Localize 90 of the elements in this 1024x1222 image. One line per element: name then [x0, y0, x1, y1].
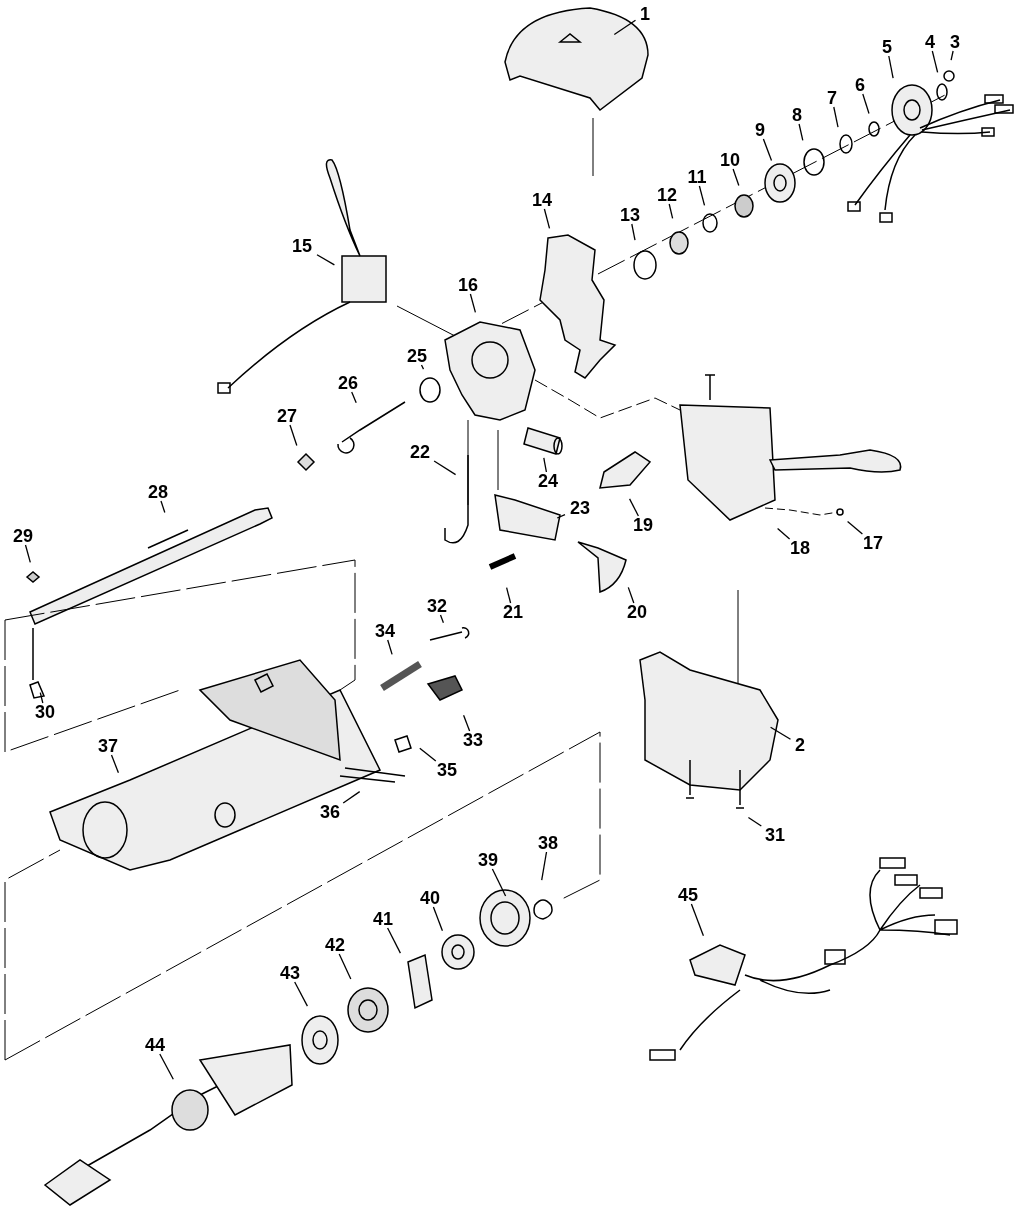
leader-line: [420, 364, 425, 370]
leader-line: [543, 457, 548, 473]
callout-number: 21: [503, 602, 523, 622]
callout-number: 16: [458, 275, 478, 295]
callout-number: 36: [320, 802, 340, 822]
callout-number: 33: [463, 730, 483, 750]
leader-line: [39, 692, 44, 704]
leader-line: [698, 185, 706, 206]
leader-line: [747, 816, 762, 827]
leader-line: [776, 527, 791, 540]
callout-number: 39: [478, 850, 498, 870]
callout-number: 23: [570, 498, 590, 518]
leader-line: [24, 544, 31, 564]
leader-line: [387, 639, 393, 656]
leader-line: [491, 868, 507, 897]
callout-number: 22: [410, 442, 430, 462]
leader-line: [505, 587, 512, 604]
leader-line: [862, 93, 870, 115]
callout-number: 20: [627, 602, 647, 622]
callout-number: 41: [373, 909, 393, 929]
callout-number: 7: [827, 88, 837, 108]
callout-number: 17: [863, 533, 883, 553]
leader-line: [159, 1053, 174, 1080]
leader-line: [668, 203, 674, 219]
callout-number: 6: [855, 75, 865, 95]
callout-number: 28: [148, 482, 168, 502]
leader-line: [732, 168, 740, 187]
callout-number: 26: [338, 373, 358, 393]
leader-line: [543, 208, 551, 229]
callout-number: 42: [325, 935, 345, 955]
callout-number: 34: [375, 621, 395, 641]
callout-number: 27: [277, 406, 297, 426]
leader-line: [386, 927, 402, 954]
leader-line: [628, 498, 640, 517]
callout-number: 40: [420, 888, 440, 908]
callout-number: 32: [427, 596, 447, 616]
leader-line: [342, 790, 361, 804]
callout-number: 4: [925, 32, 935, 52]
callout-number: 44: [145, 1035, 165, 1055]
callout-number: 15: [292, 236, 312, 256]
leader-line: [433, 460, 457, 476]
leader-line: [769, 726, 792, 740]
callout-number: 5: [882, 37, 892, 57]
leader-line: [289, 424, 298, 447]
callout-number: 3: [950, 32, 960, 52]
callout-number: 45: [678, 885, 698, 905]
leader-line: [294, 981, 309, 1007]
leader-line: [556, 513, 566, 519]
callout-number: 29: [13, 526, 33, 546]
callout-number: 13: [620, 205, 640, 225]
leader-line: [419, 747, 437, 762]
leader-line: [888, 55, 894, 79]
leader-line: [469, 293, 477, 313]
callout-number: 9: [755, 120, 765, 140]
leader-line: [338, 953, 352, 980]
leader-line: [613, 19, 637, 36]
callout-number: 12: [657, 185, 677, 205]
callout-number: 30: [35, 702, 55, 722]
callout-number: 31: [765, 825, 785, 845]
callout-number: 37: [98, 736, 118, 756]
leader-line: [462, 714, 471, 732]
leader-line: [762, 138, 773, 162]
leader-line: [846, 520, 864, 535]
callout-number: 18: [790, 538, 810, 558]
leader-line: [160, 500, 166, 514]
callout-number: 35: [437, 760, 457, 780]
callout-number: 38: [538, 833, 558, 853]
callout-number: 10: [720, 150, 740, 170]
leader-line: [316, 254, 336, 266]
leader-line: [541, 851, 548, 881]
leader-line: [833, 106, 839, 128]
callout-number: 2: [795, 735, 805, 755]
leader-line: [950, 50, 954, 61]
callout-number: 43: [280, 963, 300, 983]
leader-line: [351, 391, 357, 404]
callout-number: 19: [633, 515, 653, 535]
leader-line: [627, 586, 635, 604]
callout-number: 8: [792, 105, 802, 125]
callout-number: 1: [640, 4, 650, 24]
callout-number: 24: [538, 471, 558, 491]
leader-line: [690, 903, 705, 937]
leader-line: [931, 50, 939, 73]
callout-number: 25: [407, 346, 427, 366]
leader-line: [432, 906, 444, 932]
leader-line: [439, 614, 445, 624]
callout-number: 11: [687, 167, 707, 187]
leader-line: [798, 123, 804, 141]
leader-line: [631, 223, 636, 241]
leader-line: [110, 754, 120, 774]
callout-number: 14: [532, 190, 552, 210]
